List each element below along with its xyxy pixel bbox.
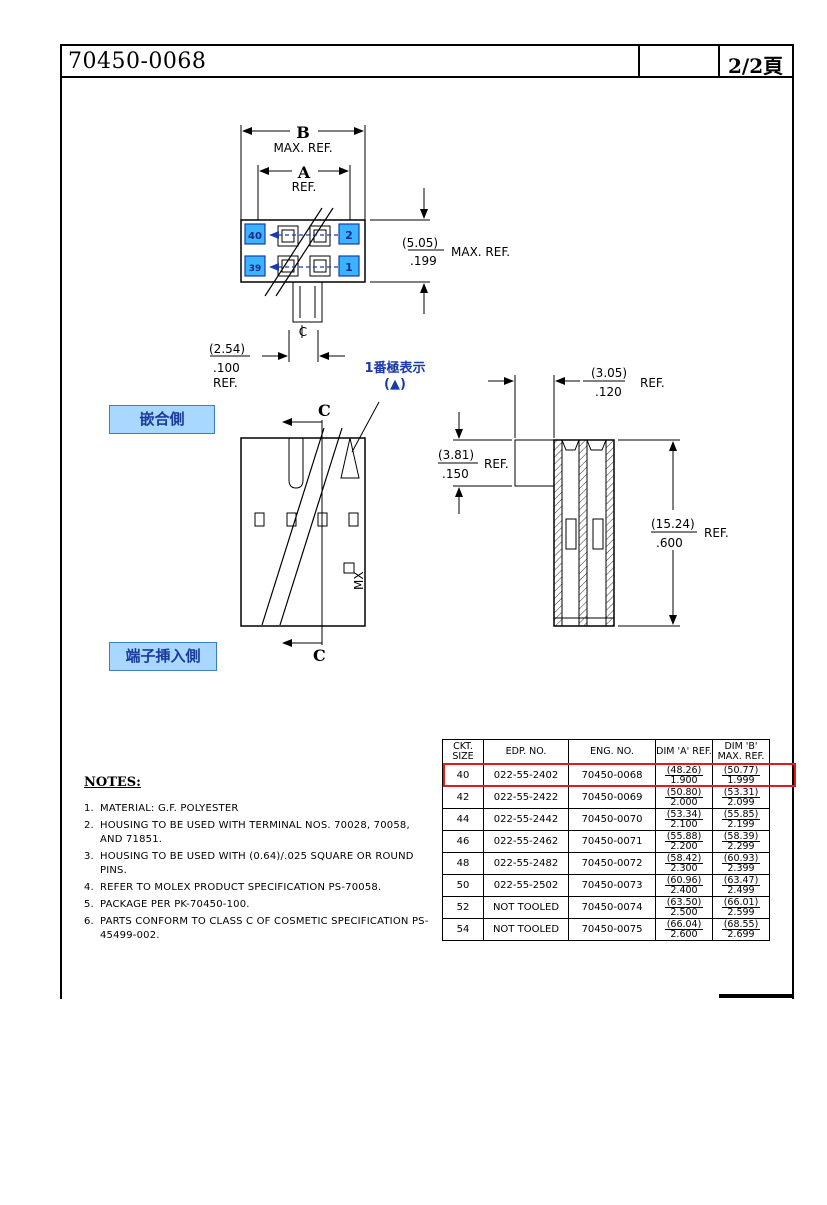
pin1-indicator-label: 1番極表示 (▲) [345,361,445,393]
height-metric: (5.05) [402,236,438,250]
pitch-inch: .100 [213,361,240,375]
title-divider [718,46,720,76]
pin1-indicator-text: 1番極表示 [364,361,426,376]
pitch-metric: (2.54) [209,342,245,356]
note-item: 5.PACKAGE PER PK-70450-100. [84,899,250,910]
part-number: 70450-0068 [68,49,207,74]
pin-number-boxes: 40 39 2 1 [244,223,360,277]
technical-drawing: 40 39 2 1 B MAX. REF. A REF. (5.05) .199… [209,123,729,665]
side-top-note: REF. [640,376,665,390]
height-note: MAX. REF. [451,245,510,259]
section-c-bottom-label: C [313,646,326,665]
side-left-note: REF. [484,457,509,471]
pin-label: 40 [248,231,262,242]
terminal-insert-side-label: 端子挿入側 [109,642,217,671]
side-view [438,375,697,627]
selected-row-highlight [443,763,796,787]
pin-label: 39 [249,264,262,274]
header-dim-b: DIM 'B' MAX. REF. [712,739,770,765]
dim-b-note: MAX. REF. [273,141,332,155]
note-item: 3.HOUSING TO BE USED WITH (0.64)/.025 SQ… [84,851,414,876]
side-left-metric: (3.81) [438,448,474,462]
pin1-indicator-symbol: (▲) [384,377,406,392]
side-top-inch: .120 [595,385,622,399]
dim-a-note: REF. [292,180,317,194]
title-divider [638,46,640,76]
notes-section: NOTES: 1.MATERIAL: G.F. POLYESTER 2.HOUS… [84,776,429,946]
side-left-inch: .150 [442,467,469,481]
mx-marking: MX [352,571,366,590]
note-item: 4.REFER TO MOLEX PRODUCT SPECIFICATION P… [84,882,382,893]
note-item: 2.HOUSING TO BE USED WITH TERMINAL NOS. … [84,820,410,845]
title-block: 70450-0068 2/2頁 [60,44,794,78]
frame-bottom-mark [719,994,794,998]
side-height-inch: .600 [656,536,683,550]
side-top-metric: (3.05) [591,366,627,380]
note-item: 1.MATERIAL: G.F. POLYESTER [84,803,239,814]
note-item: 6.PARTS CONFORM TO CLASS C OF COSMETIC S… [84,916,429,941]
header-ckt-size: CKT. SIZE [442,739,484,765]
page-indicator: 2/2頁 [728,54,784,78]
pitch-note: REF. [213,376,238,390]
side-height-metric: (15.24) [651,517,695,531]
section-c-top: C [299,325,307,339]
top-view [210,125,444,362]
notes-title: NOTES: [84,775,141,790]
pin-label: 2 [345,229,353,242]
side-height-note: REF. [704,526,729,540]
header-edp-no: EDP. NO. [483,739,569,765]
mating-side-label: 嵌合側 [109,405,215,434]
dim-a-letter: A [297,163,311,182]
table-header-row: CKT. SIZE EDP. NO. ENG. NO. DIM 'A' REF.… [442,739,770,765]
header-dim-a: DIM 'A' REF. [655,739,713,765]
dimension-table: CKT. SIZE EDP. NO. ENG. NO. DIM 'A' REF.… [442,739,770,941]
dim-b-letter: B [296,123,310,142]
header-eng-no: ENG. NO. [568,739,656,765]
section-c-top-label: C [318,401,331,420]
pin-label: 1 [345,261,353,274]
height-inch: .199 [410,254,437,268]
front-view [240,401,380,647]
